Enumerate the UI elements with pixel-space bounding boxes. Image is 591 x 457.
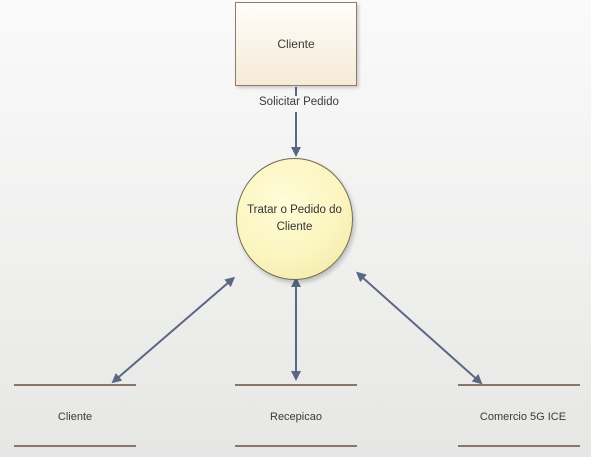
- process-tratar-pedido[interactable]: Tratar o Pedido do Cliente: [236, 158, 353, 280]
- process-label: Tratar o Pedido do Cliente: [247, 204, 342, 233]
- entity-label: Cliente: [277, 37, 315, 51]
- store-label-recepicao: Recepicao: [270, 411, 322, 423]
- store-label-cliente: Cliente: [57, 411, 93, 423]
- flow-label-solicitar-pedido: Solicitar Pedido: [259, 96, 339, 108]
- flow-arrow-comercio-store[interactable]: [356, 271, 483, 385]
- store-label-comercio: Comercio 5G ICE: [479, 411, 567, 423]
- external-entity-cliente[interactable]: Cliente: [235, 2, 357, 86]
- flow-arrow-cliente-store[interactable]: [111, 276, 236, 384]
